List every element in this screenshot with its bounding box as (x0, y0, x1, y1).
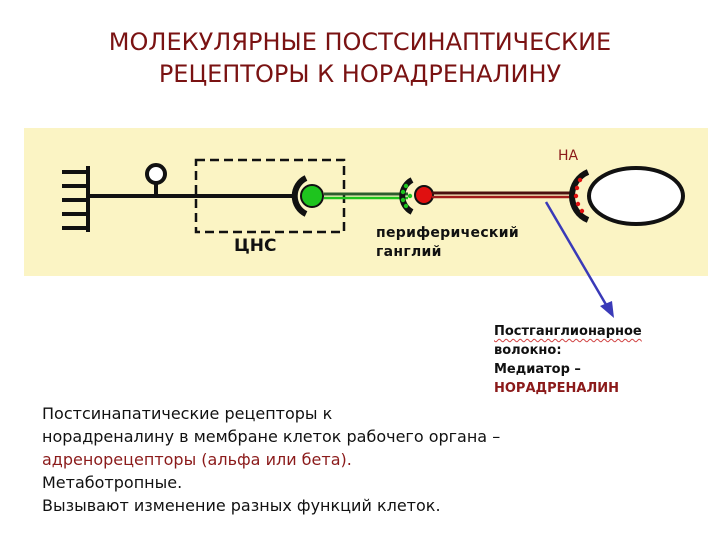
effector-postsynaptic-membrane (569, 169, 590, 223)
page-title: МОЛЕКУЛЯРНЫЕ ПОСТСИНАПТИЧЕСКИЕ РЕЦЕПТОРЫ… (0, 26, 720, 90)
body-line-4: Метаботропные. (42, 473, 183, 492)
body-line-2: норадреналину в мембране клеток рабочего… (42, 427, 501, 446)
cns-terminal (300, 184, 324, 208)
soma (145, 163, 167, 185)
nicotinic-receptor-dots (400, 183, 413, 209)
cns-neuron-dendrites (62, 166, 90, 232)
cns-label: ЦНС (234, 236, 277, 256)
fiber-note-line-3: Медиатор – (494, 362, 581, 377)
ganglion-postsynaptic-membrane (399, 177, 414, 215)
ganglion-label-line-2: ганглий (376, 244, 442, 260)
body-line-1: Постсинапатические рецепторы к (42, 404, 333, 423)
fiber-note-line-2: волокно: (494, 343, 562, 358)
ganglion-label-line-1: периферический (376, 225, 519, 241)
pointer-arrowhead (600, 301, 614, 318)
noradrenaline-label: НА (558, 148, 579, 164)
fiber-note-line-1: Постганглионарное (494, 324, 642, 339)
cns-boundary (194, 158, 346, 234)
effector-cell (587, 166, 685, 226)
ganglion-terminal (414, 185, 434, 205)
ganglion-label: периферический ганглий (376, 224, 519, 262)
fiber-note-mediator: НОРАДРЕНАЛИН (494, 381, 620, 396)
body-line-5: Вызывают изменение разных функций клеток… (42, 496, 441, 515)
body-paragraph: Постсинапатические рецепторы к норадрена… (42, 402, 702, 517)
pointer-arrow (544, 201, 610, 309)
body-line-3: адренорецепторы (альфа или бета). (42, 450, 352, 469)
postganglionic-fiber-note: Постганглионарное волокно: Медиатор – НО… (494, 322, 642, 398)
cns-postsynaptic-membrane (291, 175, 308, 217)
title-line-1: МОЛЕКУЛЯРНЫЕ ПОСТСИНАПТИЧЕСКИЕ (108, 28, 612, 56)
title-line-2: РЕЦЕПТОРЫ К НОРАДРЕНАЛИНУ (158, 60, 562, 88)
adrenoreceptor-dots (573, 177, 585, 214)
